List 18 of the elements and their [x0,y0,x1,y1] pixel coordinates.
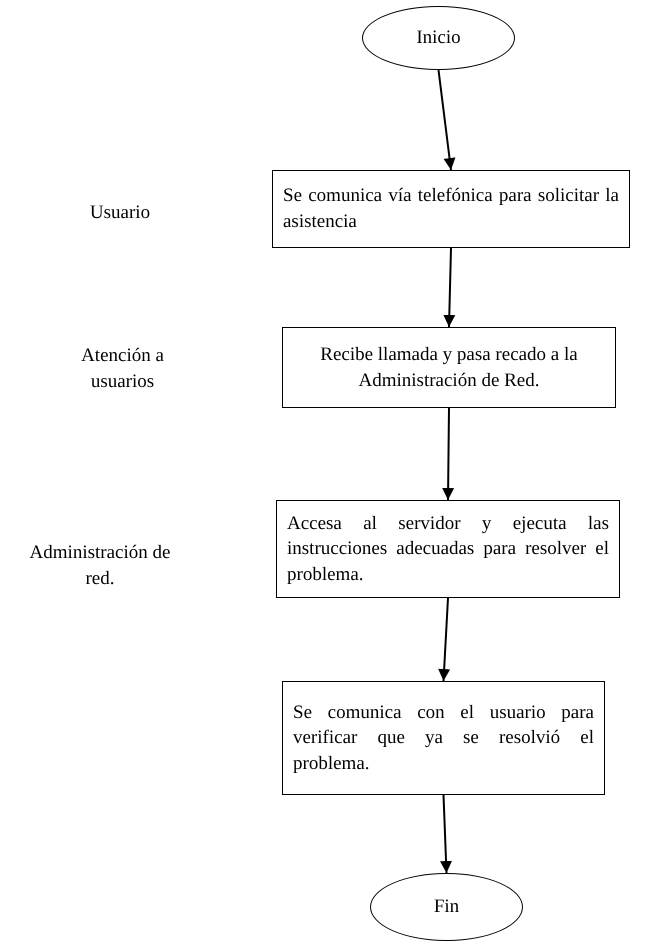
process-box [272,170,630,248]
node-text: Se comunica vía telefónica para solicitar la asistencia [283,184,619,234]
arrow [442,408,454,500]
role-label: Usuario [88,201,152,225]
node-text: Fin [432,895,460,920]
arrow [438,70,456,170]
role-label: Atención a usuarios [80,344,165,394]
process-box [276,500,620,598]
node-text: Accesa al servidor y ejecuta las instrucciones adecuadas para resolver el problema. [287,512,609,587]
node-text: Se comunica con el usuario para verificar que ya se resolvió el problema. [293,700,594,776]
role-label: Administración de red. [28,541,172,591]
arrow [443,248,456,328]
process-box [282,681,605,795]
arrow [438,598,450,682]
arrow [440,794,452,874]
node-text: Inicio [415,26,462,50]
process-box [282,327,616,408]
node-text: Recibe llamada y pasa recado a la Administración de Red. [319,342,579,392]
